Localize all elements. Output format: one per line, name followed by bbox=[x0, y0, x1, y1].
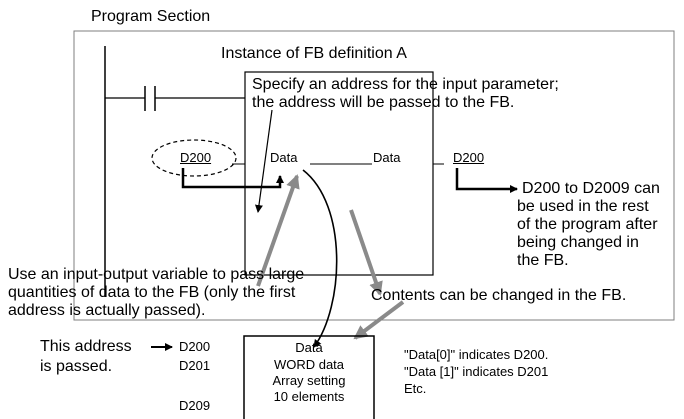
input-address-highlight bbox=[151, 139, 237, 177]
after-fb-note-line-1: D200 to D2009 can bbox=[522, 180, 660, 197]
data-box-line-4: 10 elements bbox=[273, 389, 345, 404]
contents-note: Contents can be changed in the FB. bbox=[371, 287, 627, 304]
data-box-line-2: WORD data bbox=[273, 357, 345, 372]
program-section-frame bbox=[73, 30, 675, 321]
after-fb-note-line-4: being changed in bbox=[517, 234, 639, 251]
instance-title: Instance of FB definition A bbox=[221, 45, 407, 62]
fb-output-param: Data bbox=[373, 150, 401, 165]
memory-gray-arrow bbox=[353, 300, 405, 340]
index-note-line-1: "Data[0]" indicates D200. bbox=[404, 347, 549, 362]
output-address: D200 bbox=[453, 150, 485, 165]
function-block bbox=[244, 71, 434, 276]
input-address: D200 bbox=[180, 150, 212, 165]
section-title: Program Section bbox=[91, 8, 211, 25]
pass-address-arrow bbox=[181, 168, 284, 189]
memory-address-0: D200 bbox=[179, 339, 211, 354]
specify-address-line-2: the address will be passed to the FB. bbox=[252, 94, 515, 111]
output-usage-arrow bbox=[455, 168, 518, 193]
io-variable-note-line-2: quantities of data to the FB (only the f… bbox=[8, 284, 296, 301]
data-box-line-3: Array setting bbox=[272, 373, 346, 388]
data-box-line-1: Data bbox=[295, 340, 323, 355]
io-variable-note-line-1: Use an input-output variable to pass lar… bbox=[8, 266, 305, 283]
io-variable-note-line-3: address is actually passed). bbox=[8, 302, 206, 319]
data-to-memory-curve-arrow bbox=[302, 169, 338, 348]
specify-pointer-arrow bbox=[254, 109, 273, 213]
after-fb-note-line-3: of the program after bbox=[517, 216, 658, 233]
this-address-line-2: is passed. bbox=[40, 358, 113, 375]
index-note-line-2: "Data [1]" indicates D201 bbox=[404, 364, 549, 379]
this-address-line-1: This address bbox=[40, 338, 132, 355]
memory-address-2: D209 bbox=[179, 398, 211, 413]
after-fb-note-line-2: be used in the rest bbox=[517, 198, 649, 215]
io-variable-gray-arrow bbox=[256, 174, 300, 287]
specify-address-line-1: Specify an address for the input paramet… bbox=[252, 76, 559, 93]
contents-gray-arrow bbox=[349, 209, 383, 296]
fb-input-param: Data bbox=[270, 150, 298, 165]
after-fb-note-line-5: the FB. bbox=[517, 252, 569, 269]
memory-data-box bbox=[243, 335, 375, 419]
memory-address-1: D201 bbox=[179, 358, 211, 373]
index-note-line-3: Etc. bbox=[404, 381, 427, 396]
